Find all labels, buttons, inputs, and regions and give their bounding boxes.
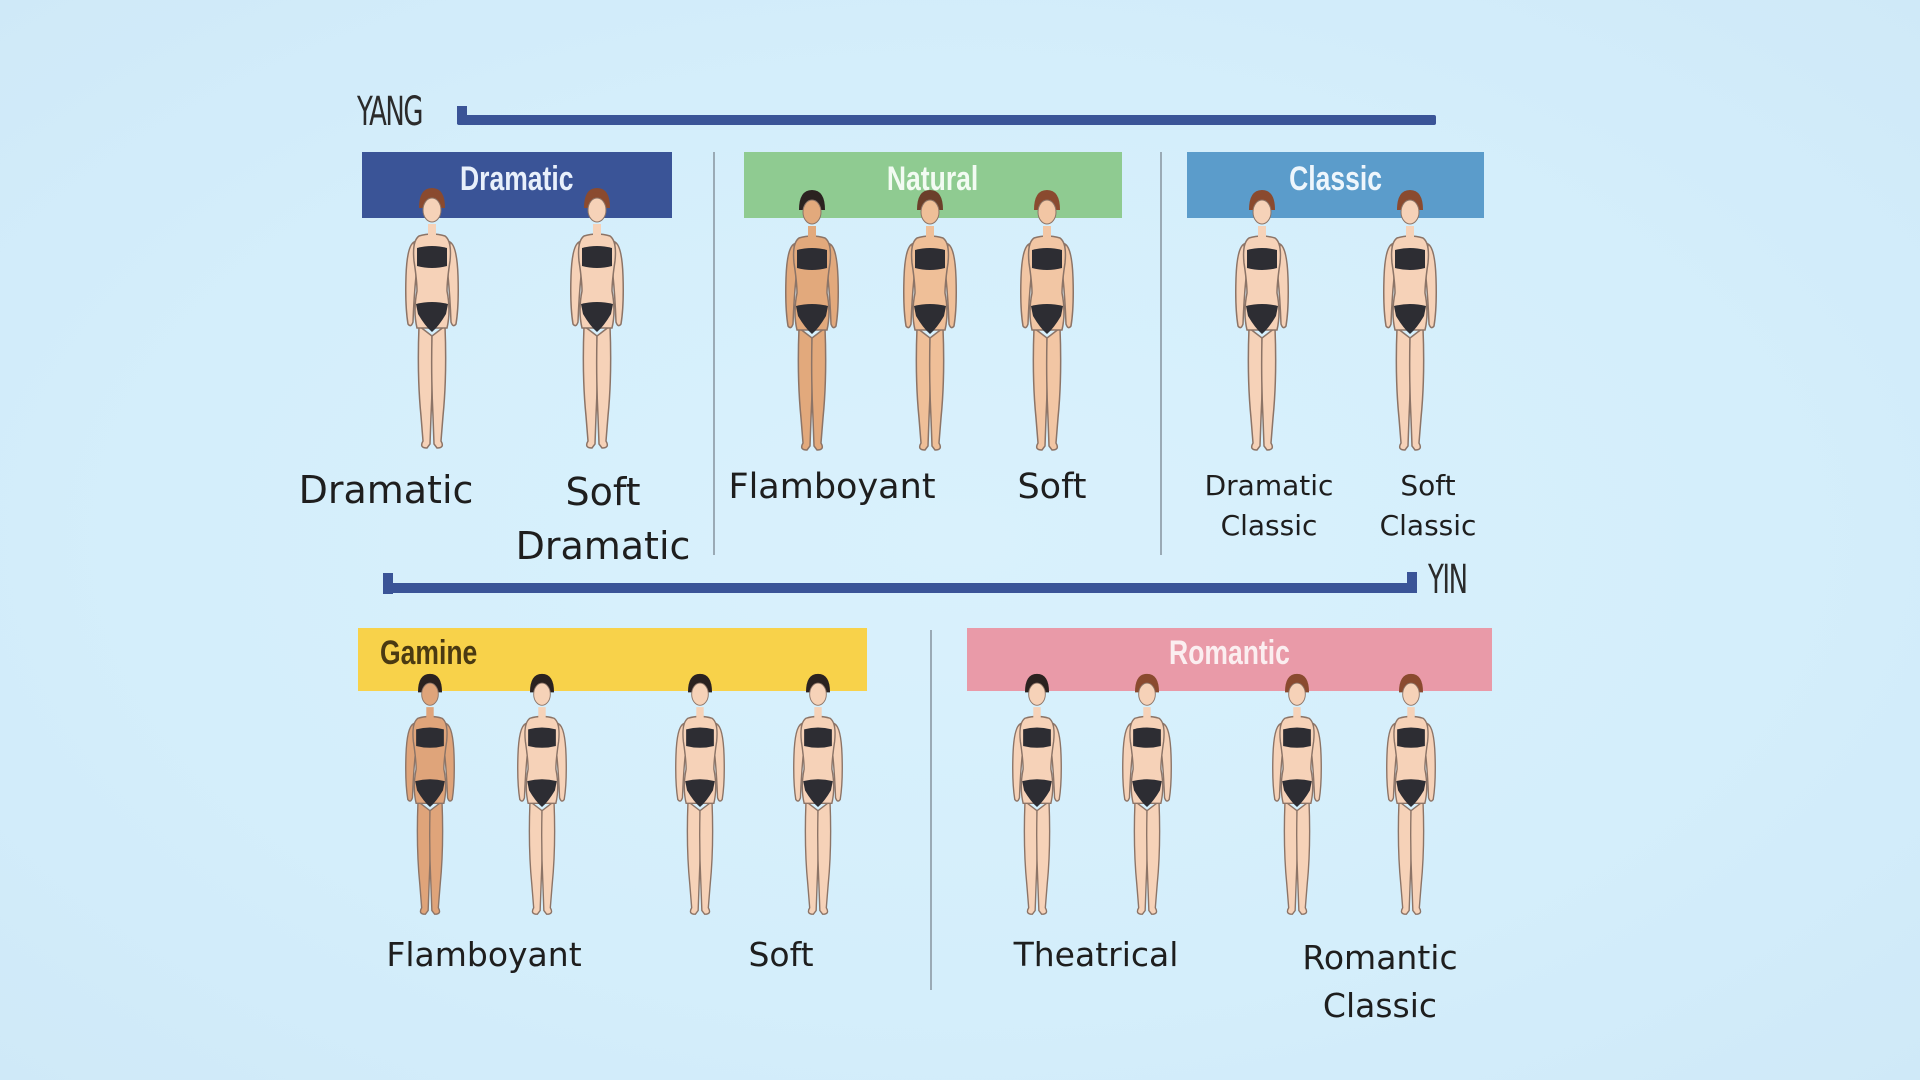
category-classic: Classic (1187, 152, 1484, 218)
category-title: Dramatic (460, 159, 574, 198)
yang-label: YANG (357, 89, 423, 135)
divider-gamine-romantic (930, 630, 932, 990)
figure-dramatic (397, 186, 467, 451)
yin-label: YIN (1428, 557, 1468, 603)
yin-axis-bar (383, 583, 1417, 593)
figure-dramatic-classic (1227, 188, 1297, 453)
figure-flamboyant-gamine-1 (395, 672, 465, 917)
label-dramatic-classic: Dramatic Classic (1204, 469, 1334, 542)
figure-romantic-classic-2 (1376, 672, 1446, 917)
figure-flamboyant-gamine-2 (507, 672, 577, 917)
label-flamboyant-natural: Flamboyant (728, 467, 936, 507)
category-title: Classic (1289, 159, 1382, 198)
label-soft-natural: Soft (1017, 467, 1087, 507)
category-dramatic: Dramatic (362, 152, 672, 218)
label-soft-classic: Soft Classic (1379, 469, 1477, 542)
figure-natural (895, 188, 965, 453)
label-dramatic: Dramatic (298, 468, 474, 512)
figure-soft-gamine-1 (665, 672, 735, 917)
label-soft-gamine: Soft (748, 935, 814, 974)
label-theatrical: Theatrical (1013, 935, 1179, 974)
figure-soft-dramatic (562, 186, 632, 451)
figure-soft-gamine-2 (783, 672, 853, 917)
yin-bar-hook-right (1407, 572, 1417, 593)
yang-axis-bar (457, 115, 1436, 125)
figure-soft-natural (1012, 188, 1082, 453)
label-romantic-classic: Romantic Classic (1302, 938, 1458, 1025)
category-gamine: Gamine (358, 628, 867, 691)
figure-flamboyant-natural (777, 188, 847, 453)
figure-theatrical-1 (1002, 672, 1072, 917)
label-soft-dramatic: Soft Dramatic (515, 470, 691, 568)
figure-romantic-classic-1 (1260, 672, 1334, 917)
figure-soft-classic (1375, 188, 1445, 453)
divider-natural-classic (1160, 152, 1162, 555)
figure-theatrical-2 (1112, 672, 1182, 917)
category-title: Romantic (1169, 634, 1290, 672)
divider-dramatic-natural (713, 152, 715, 555)
category-title: Gamine (380, 634, 478, 672)
label-flamboyant-gamine: Flamboyant (386, 935, 582, 974)
